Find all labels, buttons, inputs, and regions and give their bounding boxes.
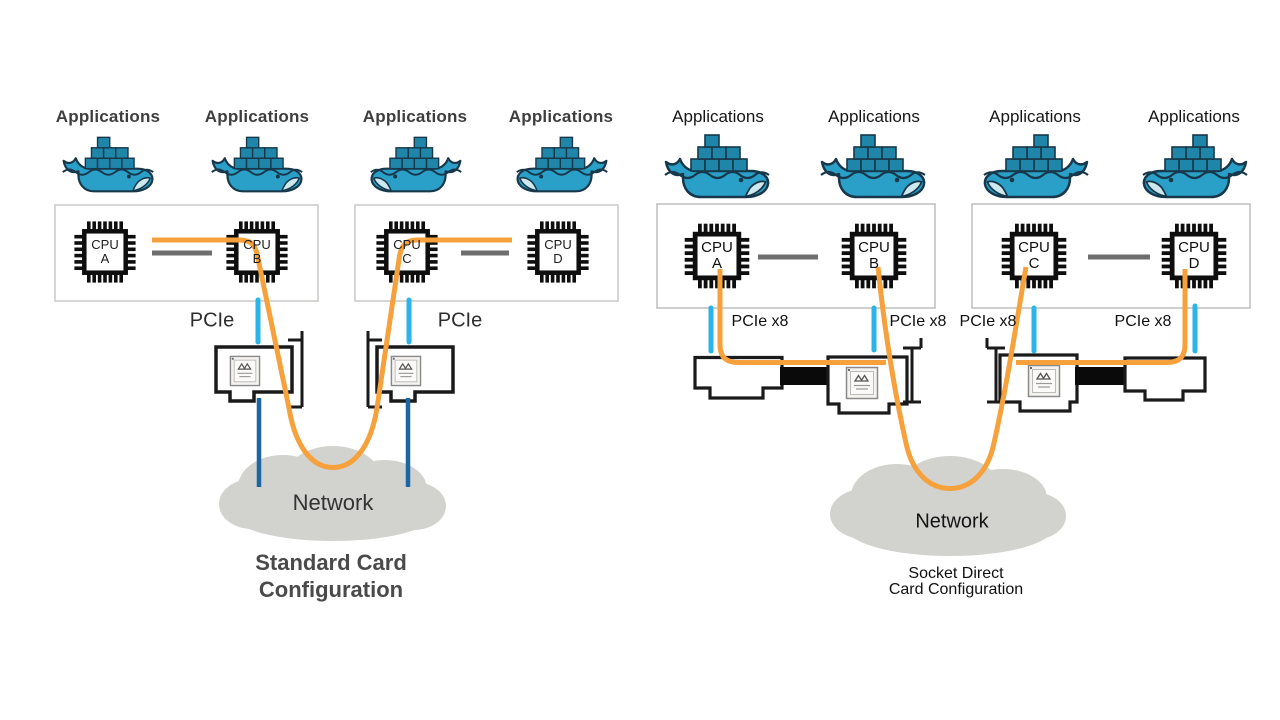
pci-bracket (288, 331, 304, 409)
network-label: Network (915, 510, 989, 533)
cpu-name: CPU (91, 237, 119, 252)
network-cloud-right (830, 456, 1066, 556)
pci-bracket (366, 331, 382, 409)
card-interconnect-bar (1075, 367, 1127, 385)
applications-label: Applications (828, 107, 920, 126)
cpu-letter: A (100, 251, 110, 266)
cpu-letter: C (1028, 255, 1040, 272)
standard-nic-card-1 (214, 331, 304, 409)
applications-label: Applications (1148, 107, 1240, 126)
network-label: Network (292, 490, 374, 515)
pcie-x8-label: PCIe x8 (1114, 313, 1172, 330)
applications-label: Applications (362, 107, 468, 126)
caption-line: Configuration (258, 577, 404, 602)
card-interconnect-bar (780, 367, 830, 385)
auxiliary-card (1123, 356, 1207, 402)
cpu-name: CPU (393, 237, 421, 252)
pcie-stub-lines (255, 297, 1198, 354)
cpu-name: CPU (858, 239, 890, 256)
cpu-letter: B (252, 251, 262, 266)
applications-label: Applications (55, 107, 161, 126)
caption-line: Socket Direct (908, 565, 1004, 582)
cable-cpu-a (717, 269, 886, 365)
cpu-name: CPU (544, 237, 572, 252)
cpu-letter: C (402, 251, 412, 266)
caption-line: Standard Card (255, 550, 407, 575)
pci-bracket (985, 338, 1005, 404)
applications-label: Applications (204, 107, 310, 126)
cpu-letter: A (711, 255, 723, 272)
network-link-lines (256, 398, 411, 487)
pcie-x8-label: PCIe x8 (889, 313, 947, 330)
cpu-name: CPU (701, 239, 733, 256)
caption-line: Card Configuration (888, 581, 1024, 598)
cpu-letter: D (1188, 255, 1200, 272)
cpu-letter: D (553, 251, 563, 266)
cpu-name: CPU (243, 237, 271, 252)
cpu-letter: B (868, 255, 880, 272)
pcie-x8-label: PCIe x8 (731, 313, 789, 330)
pci-bracket (903, 338, 923, 404)
data-path-cables (152, 237, 1188, 491)
applications-label: Applications (508, 107, 614, 126)
pcie-label: PCIe (437, 309, 483, 332)
pcie-label: PCIe (189, 309, 235, 332)
socket-direct-card-pair-1 (693, 338, 923, 415)
cpu-name: CPU (1018, 239, 1050, 256)
network-cloud-left (219, 446, 446, 541)
inter-cpu-links (152, 250, 1150, 260)
cpu-name: CPU (1178, 239, 1210, 256)
applications-label: Applications (989, 107, 1081, 126)
cable-standard-config (152, 237, 512, 470)
cable-cpu-d (1016, 269, 1188, 365)
socket-direct-card-pair-2 (985, 338, 1207, 413)
cable-network-u (875, 266, 1029, 491)
applications-label: Applications (672, 107, 764, 126)
pcie-x8-label: PCIe x8 (959, 313, 1017, 330)
